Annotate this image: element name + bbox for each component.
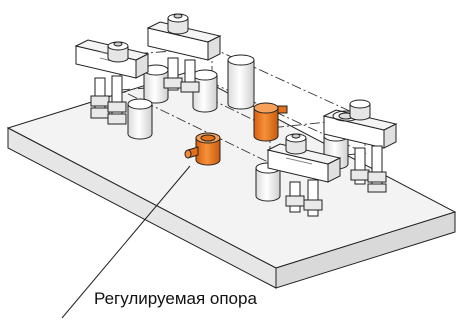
adjustable-support — [184, 132, 221, 166]
adjustable-support — [253, 102, 288, 142]
clamp — [146, 13, 222, 93]
clamp — [74, 39, 150, 125]
locating-pin — [127, 98, 153, 140]
locating-pin — [227, 54, 255, 110]
clamp — [322, 99, 398, 193]
support-caption: Регулируемая опора — [94, 289, 257, 308]
clamp — [266, 133, 342, 217]
leader-line — [61, 165, 191, 319]
